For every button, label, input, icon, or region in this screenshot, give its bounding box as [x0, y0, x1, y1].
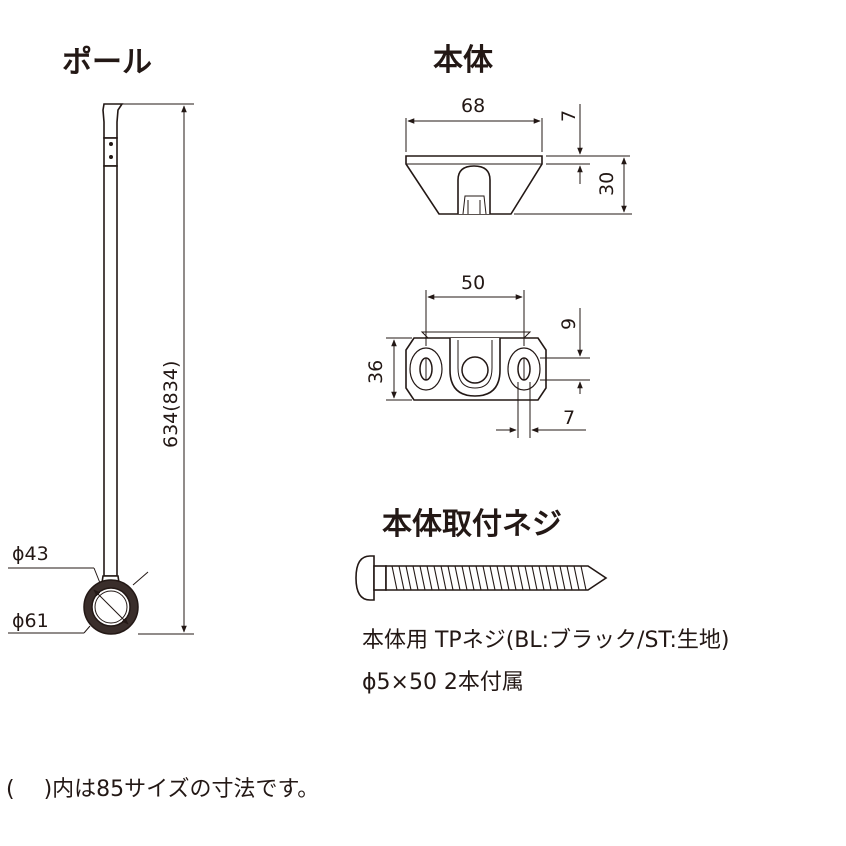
screw-thread-line [454, 565, 461, 591]
screw-thread-line [475, 565, 482, 591]
screw-thread-line [503, 565, 510, 591]
screw-thread-line [461, 565, 468, 591]
body-height-label: 30 [596, 172, 618, 196]
screw-thread-line [510, 565, 517, 591]
body-offset-label: 9 [558, 318, 580, 330]
screw-thread-line [419, 565, 426, 591]
body-top-height-label: 36 [365, 360, 387, 384]
body-width-label: 68 [461, 95, 485, 117]
screw-thread-line [433, 565, 440, 591]
pole-length-label: 634(834) [160, 361, 182, 448]
body-heading: 本体 [433, 43, 494, 78]
screw-thread-line [496, 565, 503, 591]
screw-drawing [355, 555, 608, 601]
pole-outer-diameter: ϕ61 [12, 610, 49, 632]
screw-thread-line [468, 565, 475, 591]
screw-thread-line [398, 565, 405, 591]
screw-thread-line [405, 565, 412, 591]
screw-thread-line [531, 565, 538, 591]
screw-thread-line [489, 565, 496, 591]
screw-thread-line [391, 565, 398, 591]
screw-thread-line [440, 565, 447, 591]
pole-inner-diameter: ϕ43 [12, 543, 49, 565]
screw-spec-line1: 本体用 TPネジ(BL:ブラック/ST:生地) [362, 628, 729, 653]
screw-heading: 本体取付ネジ [382, 507, 562, 542]
pole-drawing [8, 103, 149, 635]
screw-thread-line [482, 565, 489, 591]
screw-thread-line [566, 565, 573, 591]
body-top-view [386, 290, 590, 438]
screw-spec-line2: ϕ5×50 2本付属 [362, 670, 524, 695]
screw-thread-line [517, 565, 524, 591]
screw-thread-line [426, 565, 433, 591]
pole-length-dimension [122, 103, 194, 635]
screw-thread-line [559, 565, 566, 591]
screw-thread-line [412, 565, 419, 591]
screw-thread-line [545, 565, 552, 591]
body-hole-pitch-label: 50 [461, 272, 485, 294]
body-hole-width-label: 7 [563, 407, 575, 429]
size-footnote: ( )内は85サイズの寸法です。 [6, 777, 319, 802]
screw-thread-line [573, 565, 580, 591]
screw-thread-line [538, 565, 545, 591]
screw-thread-line [447, 565, 454, 591]
screw-thread-line [524, 565, 531, 591]
body-side-view [405, 104, 632, 215]
body-top-thickness-label: 7 [558, 110, 580, 122]
pole-heading: ポール [62, 45, 152, 80]
screw-thread-line [552, 565, 559, 591]
screw-thread-line [580, 565, 587, 591]
